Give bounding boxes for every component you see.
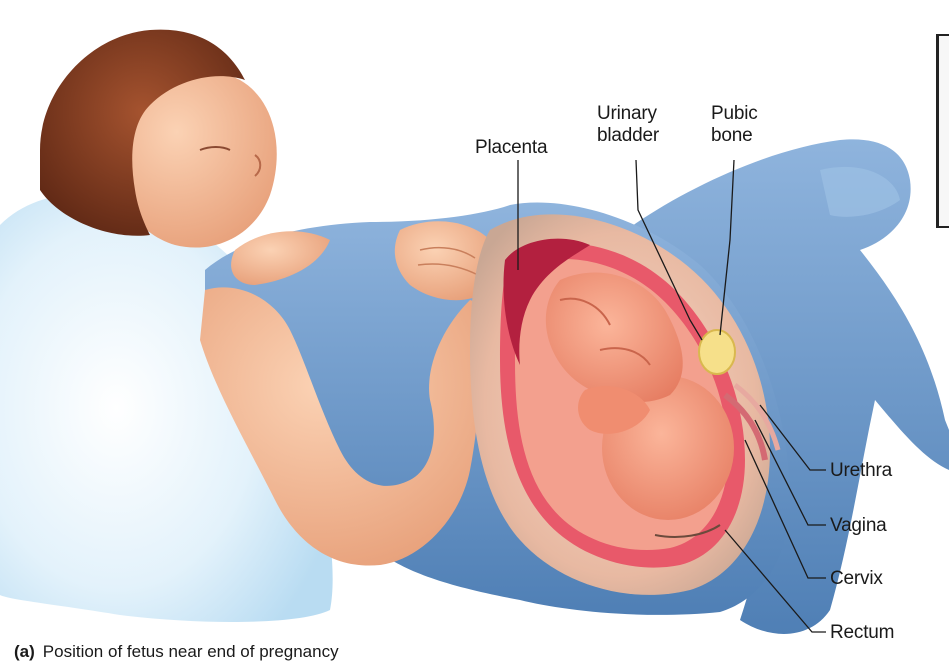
label-urinary-bladder: Urinary bladder — [597, 103, 659, 147]
figure-caption: (a) Position of fetus near end of pregnan… — [14, 642, 339, 662]
adjacent-panel-edge — [936, 34, 949, 228]
label-placenta: Placenta — [475, 137, 547, 159]
label-pubic-bone: Pubic bone — [711, 103, 758, 147]
label-urinary-bladder-line2: bladder — [597, 125, 659, 147]
label-urethra: Urethra — [830, 460, 892, 482]
caption-letter: (a) — [14, 642, 35, 661]
label-vagina: Vagina — [830, 515, 887, 537]
pubic-bone — [699, 330, 735, 374]
label-cervix: Cervix — [830, 568, 883, 590]
label-pubic-bone-line1: Pubic — [711, 103, 758, 125]
label-rectum: Rectum — [830, 622, 894, 644]
label-pubic-bone-line2: bone — [711, 125, 758, 147]
caption-text: Position of fetus near end of pregnancy — [43, 642, 339, 661]
label-urinary-bladder-line1: Urinary — [597, 103, 659, 125]
